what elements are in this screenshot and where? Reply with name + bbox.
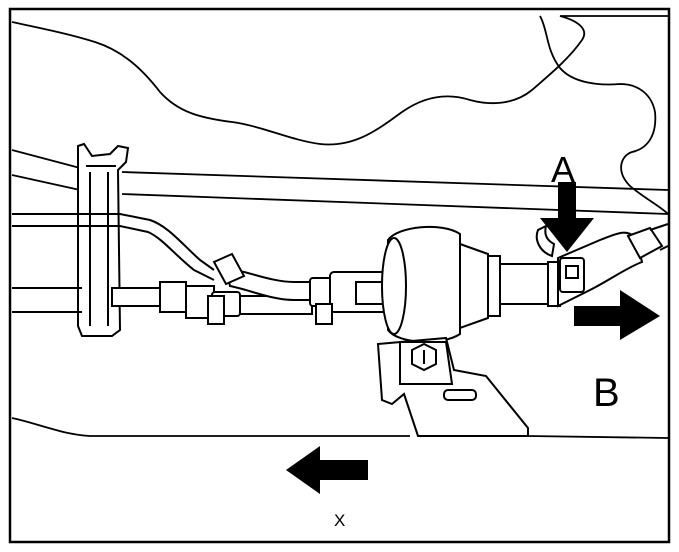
floor-edge [11, 417, 410, 437]
arrow-x [286, 446, 368, 494]
body-panel-outline [11, 15, 669, 146]
rail-line-upper-right [121, 171, 669, 191]
rail-line-lower-right [121, 193, 669, 215]
label-x: X [334, 511, 346, 530]
hose-clamp-a [559, 257, 585, 293]
filter-bracket [376, 336, 529, 437]
label-b: B [593, 371, 620, 415]
rail-line-lower [11, 174, 81, 191]
arrow-a [540, 182, 594, 252]
floor-edge-right [527, 435, 669, 439]
label-a: A [551, 149, 576, 190]
body-panel-edge [539, 15, 669, 215]
clip-left [207, 295, 225, 325]
rail-line-upper [11, 149, 81, 169]
arrow-b [574, 290, 660, 340]
fuel-filter [381, 225, 561, 343]
clip-tab [535, 224, 556, 258]
hose-clamp-left [212, 252, 246, 286]
parallel-lines [12, 213, 215, 313]
